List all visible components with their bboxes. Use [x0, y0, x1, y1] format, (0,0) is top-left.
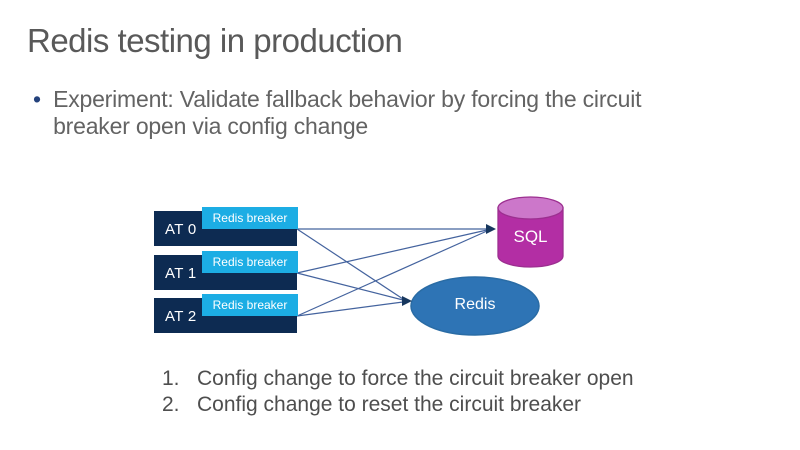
- line-at1-redis: [296, 272, 404, 301]
- node-at-1-redis-breaker: Redis breaker: [202, 251, 298, 273]
- node-at-1-label: AT 1: [165, 265, 197, 282]
- slide-title: Redis testing in production: [27, 22, 403, 59]
- step-number: 1.: [162, 367, 180, 390]
- bullet-marker: •: [33, 86, 42, 112]
- redis-breaker-label: Redis breaker: [212, 211, 288, 225]
- node-at-2-redis-breaker: Redis breaker: [202, 294, 298, 316]
- bullet-text-line-1: Experiment: Validate fallback behavior b…: [53, 86, 642, 112]
- line-at2-redis: [296, 301, 404, 317]
- node-at-0-label: AT 0: [165, 221, 197, 238]
- step-number: 2.: [162, 393, 180, 416]
- redis-node-label: Redis: [454, 296, 496, 313]
- redis-breaker-label: Redis breaker: [212, 298, 288, 312]
- step-text: Config change to reset the circuit break…: [197, 393, 582, 416]
- bullet-text-line-2: breaker open via config change: [53, 113, 369, 139]
- numbered-steps: 1. Config change to force the circuit br…: [162, 366, 634, 418]
- step-item-1: 1. Config change to force the circuit br…: [162, 366, 634, 392]
- node-at-0-redis-breaker: Redis breaker: [202, 207, 298, 229]
- step-text: Config change to force the circuit break…: [197, 367, 634, 390]
- line-at0-redis: [296, 228, 404, 300]
- arrowhead-to-sql: [486, 224, 496, 234]
- redis-breaker-label: Redis breaker: [212, 255, 288, 269]
- bullet-text: Experiment: Validate fallback behavior b…: [53, 86, 641, 140]
- node-at-2-label: AT 2: [165, 308, 197, 325]
- bullet-item: • Experiment: Validate fallback behavior…: [33, 86, 641, 140]
- line-at1-sql: [296, 229, 488, 274]
- sql-node-label: SQL: [513, 227, 548, 246]
- step-item-2: 2. Config change to reset the circuit br…: [162, 392, 634, 418]
